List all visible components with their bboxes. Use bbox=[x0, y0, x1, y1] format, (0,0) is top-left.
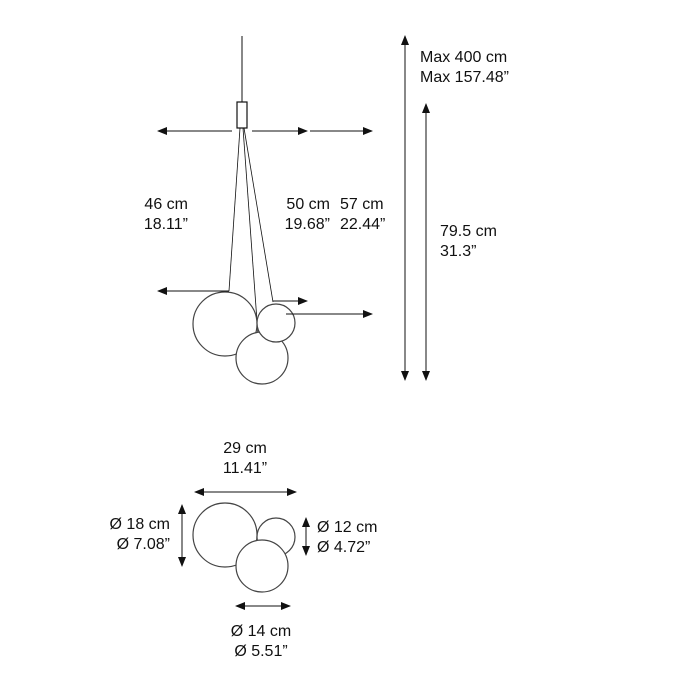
cord-middle-globe bbox=[242, 127, 259, 336]
diameter-large-metric: Ø 18 cm bbox=[109, 516, 170, 533]
diameter-small-imperial: Ø 4.72” bbox=[317, 539, 371, 556]
overall-height-imperial: 31.3” bbox=[440, 243, 477, 260]
cord-large-globe bbox=[228, 127, 241, 292]
diameter-small-label: Ø 12 cm Ø 4.72” bbox=[317, 518, 377, 558]
total-width-label: 29 cm 11.41” bbox=[205, 439, 285, 479]
total-width-imperial: 11.41” bbox=[222, 460, 268, 477]
drop-middle-metric: 50 cm bbox=[286, 196, 330, 213]
drop-small-label: 46 cm 18.11” bbox=[108, 195, 188, 235]
diameter-large-label: Ø 18 cm Ø 7.08” bbox=[78, 515, 170, 555]
drop-large-imperial: 22.44” bbox=[340, 216, 386, 233]
diameter-small-metric: Ø 12 cm bbox=[317, 519, 378, 536]
globe-small bbox=[256, 303, 296, 343]
overall-height-label: 79.5 cm 31.3” bbox=[440, 222, 497, 262]
diameter-middle-metric: Ø 14 cm bbox=[230, 623, 292, 640]
side-view bbox=[157, 35, 430, 385]
diameter-large-imperial: Ø 7.08” bbox=[116, 536, 170, 553]
diameter-middle-imperial: Ø 5.51” bbox=[234, 643, 288, 660]
total-width-metric: 29 cm bbox=[223, 440, 267, 457]
max-height-imperial: Max 157.48” bbox=[420, 69, 509, 86]
drop-middle-label: 50 cm 19.68” bbox=[248, 195, 330, 235]
drop-large-metric: 57 cm bbox=[340, 196, 384, 213]
cord-small-globe bbox=[243, 127, 274, 303]
drop-large-label: 57 cm 22.44” bbox=[340, 195, 385, 235]
overall-height-metric: 79.5 cm bbox=[440, 223, 497, 240]
top-view bbox=[178, 488, 310, 610]
max-height-label: Max 400 cm Max 157.48” bbox=[420, 48, 509, 88]
top-globe-middle bbox=[235, 539, 289, 593]
drop-small-metric: 46 cm bbox=[144, 196, 188, 213]
diameter-middle-label: Ø 14 cm Ø 5.51” bbox=[213, 622, 309, 662]
drop-small-imperial: 18.11” bbox=[143, 216, 188, 233]
ceiling-canopy bbox=[236, 101, 248, 129]
max-height-metric: Max 400 cm bbox=[420, 49, 508, 66]
drop-middle-imperial: 19.68” bbox=[284, 216, 330, 233]
